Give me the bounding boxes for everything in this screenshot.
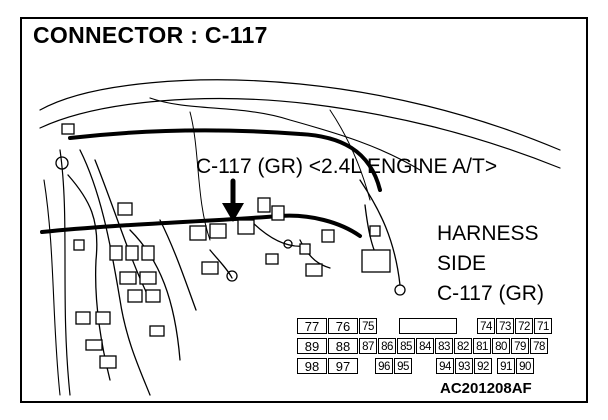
- pin-98: 98: [297, 358, 327, 374]
- pin-95: 95: [394, 358, 412, 374]
- pin-91: 91: [497, 358, 515, 374]
- pin-79: 79: [511, 338, 529, 354]
- harness-label-line1: HARNESS: [437, 222, 539, 245]
- harness-label-line2: SIDE: [437, 252, 487, 275]
- pin-74: 74: [477, 318, 495, 334]
- pin-77: 77: [297, 318, 327, 334]
- pin-86: 86: [378, 338, 396, 354]
- pin-96: 96: [375, 358, 393, 374]
- pin-85: 85: [397, 338, 415, 354]
- pin-75: 75: [359, 318, 377, 334]
- figure-code: AC201208AF: [440, 380, 532, 397]
- pin-80: 80: [492, 338, 510, 354]
- page-title: CONNECTOR : C-117: [33, 22, 268, 48]
- pin-94: 94: [436, 358, 454, 374]
- pin-82: 82: [454, 338, 472, 354]
- harness-label-line3: C-117 (GR): [437, 282, 544, 305]
- harness-side-label: HARNESS SIDE C-117 (GR): [437, 219, 544, 309]
- pin-71: 71: [534, 318, 552, 334]
- pin-76: 76: [328, 318, 358, 334]
- pin-89: 89: [297, 338, 327, 354]
- pin-73: 73: [496, 318, 514, 334]
- pin-93: 93: [455, 358, 473, 374]
- pin-92: 92: [474, 358, 492, 374]
- connector-callout-label: C-117 (GR) <2.4L ENGINE A/T>: [196, 155, 498, 178]
- pin-87: 87: [359, 338, 377, 354]
- pin-83: 83: [435, 338, 453, 354]
- pin-90: 90: [516, 358, 534, 374]
- pin-84: 84: [416, 338, 434, 354]
- pin-88: 88: [328, 338, 358, 354]
- pin-blank: [399, 318, 457, 334]
- pin-97: 97: [328, 358, 358, 374]
- pin-72: 72: [515, 318, 533, 334]
- pin-78: 78: [530, 338, 548, 354]
- pin-81: 81: [473, 338, 491, 354]
